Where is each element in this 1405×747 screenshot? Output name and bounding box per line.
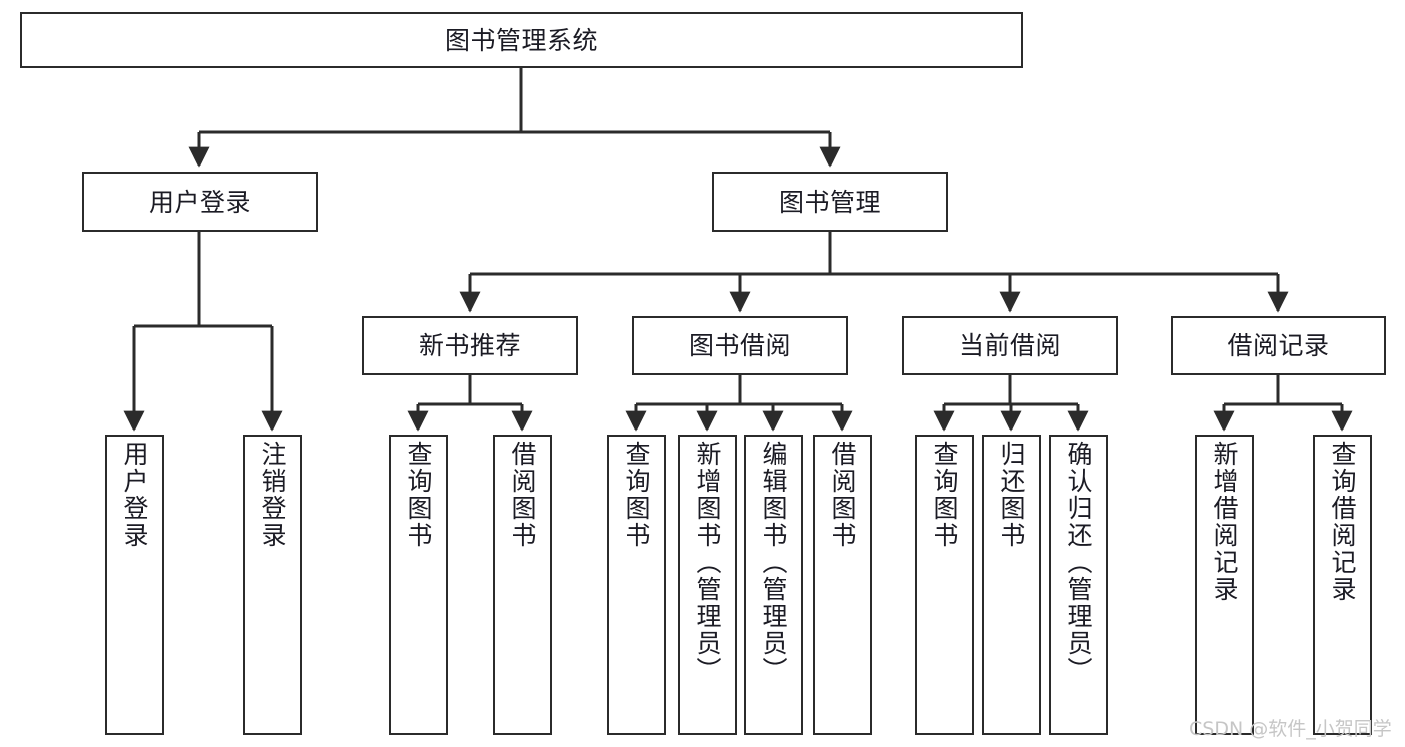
node-label: 借阅记录 [1227, 331, 1330, 360]
node-user-login[interactable]: 用户登录 [82, 172, 318, 232]
node-book-manage[interactable]: 图书管理 [712, 172, 948, 232]
node-label: 图书管理系统 [444, 25, 598, 55]
watermark-text: CSDN @软件_小贺同学 [1189, 718, 1392, 740]
node-leaf-return-book[interactable]: 归还图书 [982, 435, 1041, 735]
node-leaf-edit-book[interactable]: 编辑图书（管理员） [744, 435, 803, 735]
node-label: 新增借阅记录 [1210, 441, 1239, 603]
node-current-borrow[interactable]: 当前借阅 [902, 316, 1118, 375]
node-leaf-query-record[interactable]: 查询借阅记录 [1313, 435, 1372, 735]
node-label: 用户登录 [148, 187, 251, 217]
node-label: 新书推荐 [418, 331, 521, 360]
node-book-borrow[interactable]: 图书借阅 [632, 316, 848, 375]
node-leaf-borrow-book-1[interactable]: 借阅图书 [493, 435, 552, 735]
node-label: 用户登录 [120, 441, 149, 549]
node-label: 确认归还（管理员） [1064, 441, 1093, 684]
node-leaf-logout-login[interactable]: 注销登录 [243, 435, 302, 735]
node-label: 注销登录 [258, 441, 287, 549]
node-label: 图书借阅 [688, 331, 791, 360]
node-label: 归还图书 [997, 441, 1026, 549]
node-label: 编辑图书（管理员） [759, 441, 788, 684]
node-leaf-borrow-book-2[interactable]: 借阅图书 [813, 435, 872, 735]
node-label: 查询图书 [404, 441, 433, 549]
node-leaf-add-record[interactable]: 新增借阅记录 [1195, 435, 1254, 735]
node-leaf-add-book[interactable]: 新增图书（管理员） [678, 435, 737, 735]
node-leaf-query-book-3[interactable]: 查询图书 [915, 435, 974, 735]
node-label: 借阅图书 [508, 441, 537, 549]
node-label: 查询图书 [622, 441, 651, 549]
node-new-book-recommend[interactable]: 新书推荐 [362, 316, 578, 375]
node-leaf-query-book-2[interactable]: 查询图书 [607, 435, 666, 735]
node-label: 借阅图书 [828, 441, 857, 549]
node-borrow-record[interactable]: 借阅记录 [1171, 316, 1386, 375]
node-root-system[interactable]: 图书管理系统 [20, 12, 1023, 68]
node-leaf-user-login[interactable]: 用户登录 [105, 435, 164, 735]
node-label: 图书管理 [778, 187, 881, 217]
node-leaf-query-book-1[interactable]: 查询图书 [389, 435, 448, 735]
node-leaf-confirm-return[interactable]: 确认归还（管理员） [1049, 435, 1108, 735]
node-label: 查询借阅记录 [1328, 441, 1357, 603]
node-label: 查询图书 [930, 441, 959, 549]
node-label: 新增图书（管理员） [693, 441, 722, 684]
node-label: 当前借阅 [958, 331, 1061, 360]
